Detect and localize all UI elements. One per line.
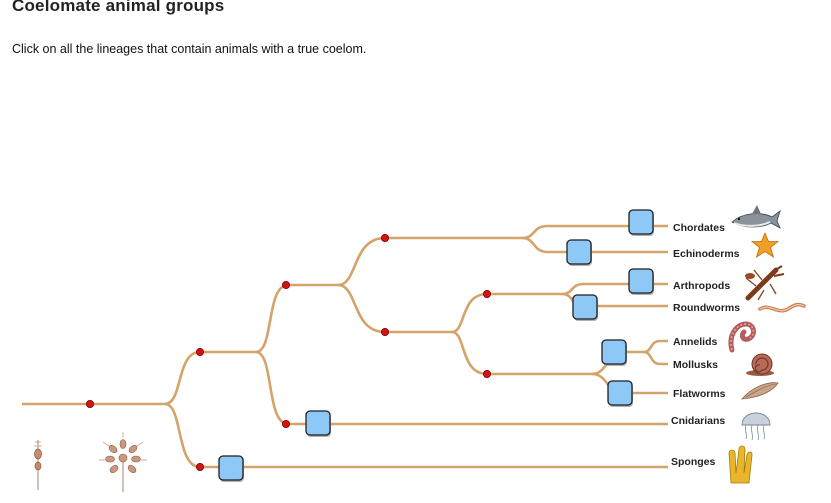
branch-to-mollusks: [643, 350, 668, 366]
branch-ecdysozoa: [451, 292, 562, 334]
taxon-label-cnidarians: Cnidarians: [671, 415, 725, 427]
taxon-label-annelids: Annelids: [673, 336, 717, 348]
lineage-buttons: [218, 209, 654, 482]
node-cnidarians: [281, 419, 290, 428]
tip-labels: Chordates Echinoderms Arthropods Roundwo…: [671, 222, 740, 468]
branch-deuterostomes: [337, 236, 522, 287]
snail-icon: [746, 353, 774, 376]
roundworm-icon: [758, 302, 806, 313]
node-ecdysozoa: [482, 289, 491, 298]
page-title: Coelomate animal groups: [12, 0, 225, 15]
lineage-button-roundworms[interactable]: [572, 294, 598, 321]
sponge-icon: [728, 445, 753, 484]
choanoflagellate-colony-icon: [99, 432, 147, 492]
taxon-label-sponges: Sponges: [671, 456, 715, 468]
lobster-icon: [745, 265, 785, 301]
taxon-label-flatworms: Flatworms: [673, 388, 726, 400]
tree-nodes: [86, 233, 491, 471]
branch-bilateria: [255, 283, 338, 354]
node-root: [86, 399, 95, 408]
jellyfish-icon: [741, 412, 771, 441]
lineage-button-arthropods[interactable]: [628, 268, 654, 295]
taxon-label-roundworms: Roundworms: [673, 302, 740, 314]
branch-eumetazoa: [164, 350, 256, 406]
choanoflagellate-icon: [34, 440, 42, 490]
node-sponges: [195, 462, 204, 471]
annelid-worm-icon: [728, 321, 756, 353]
lineage-button-flatworms[interactable]: [607, 380, 633, 407]
lineage-button-chordates[interactable]: [628, 209, 654, 236]
lineage-button-annelid-mollusk[interactable]: [601, 339, 627, 366]
lineage-button-cnidarians[interactable]: [305, 410, 331, 437]
lineage-button-sponges[interactable]: [218, 455, 244, 482]
node-eumetazoa: [195, 347, 204, 356]
taxon-label-mollusks: Mollusks: [673, 359, 718, 371]
branch-to-annelids: [643, 339, 668, 354]
shark-icon: [731, 205, 781, 229]
branch-lophotrochozoa: [451, 330, 592, 376]
branch-to-echinoderms: [521, 236, 668, 254]
node-lophotrochozoa: [482, 369, 491, 378]
flatworm-icon: [741, 382, 779, 400]
taxon-label-chordates: Chordates: [673, 222, 725, 234]
node-bilateria: [281, 280, 290, 289]
node-protostomes: [380, 327, 389, 336]
lineage-button-echinoderms[interactable]: [566, 239, 592, 266]
taxon-label-echinoderms: Echinoderms: [673, 248, 740, 260]
instructions-text: Click on all the lineages that contain a…: [12, 42, 367, 56]
branch-protostomes: [337, 283, 452, 334]
starfish-icon: [750, 231, 780, 258]
taxon-label-arthropods: Arthropods: [673, 280, 730, 292]
node-deuterostomes: [380, 233, 389, 242]
